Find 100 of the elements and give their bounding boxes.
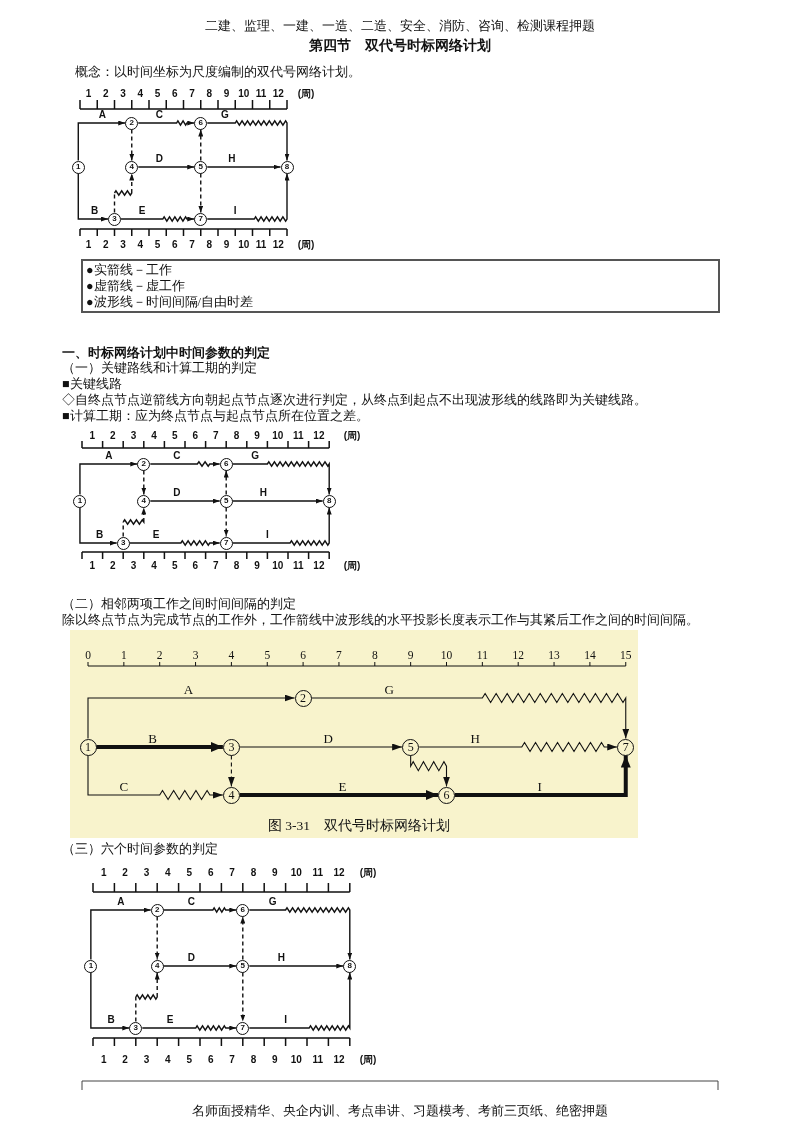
dashed-arrow [135, 971, 160, 1023]
edge-label: H [228, 154, 236, 164]
tick-label: 2 [103, 240, 109, 250]
edge-label: I [284, 1015, 287, 1025]
body-text: 除以终点节点为完成节点的工作外，工作箭线中波形线的水平投影长度表示工作与其紧后工作之间的时间间隔。 [62, 613, 699, 627]
tick-label: 7 [189, 240, 195, 250]
tick-label: 3 [130, 431, 137, 441]
tick-label: 11 [476, 650, 488, 662]
edge-label: B [107, 1015, 115, 1025]
arrow [248, 906, 353, 961]
edge-label: D [187, 953, 196, 963]
dashed-arrow [227, 754, 235, 788]
arrow [248, 971, 353, 1032]
tick-label: 10 [272, 561, 284, 571]
tick-label: 3 [130, 561, 137, 571]
tick-label: 5 [171, 561, 178, 571]
tick-label: 3 [143, 868, 150, 878]
arrow [120, 215, 195, 223]
header-text: 二建、监理、一建、一造、二造、安全、消防、咨询、检测课程押题 [205, 18, 595, 32]
tick-label: 8 [233, 561, 240, 571]
tick-label: 14 [584, 650, 596, 662]
key-item: ●虚箭线－虚工作 [86, 279, 185, 293]
tick-label: 10 [290, 1055, 302, 1065]
axis-unit-label: (周) [359, 1055, 377, 1065]
tick-label: 8 [206, 240, 213, 250]
edge-label: E [166, 1015, 174, 1025]
tick-label: 11 [293, 561, 304, 571]
arrow [137, 119, 195, 127]
arrow [232, 460, 332, 496]
tick-label: 3 [120, 89, 126, 99]
tick-label: 6 [192, 431, 199, 441]
key-item: ●实箭线－工作 [86, 263, 172, 277]
dashed-arrow [223, 469, 229, 496]
tick-label: 12 [272, 240, 284, 250]
tick-label: 4 [151, 561, 157, 571]
edge-label: B [95, 530, 104, 540]
dashed-arrow [240, 915, 246, 961]
tick-label: 5 [171, 431, 178, 441]
tick-label: 11 [312, 1055, 323, 1065]
edge-label: G [221, 110, 229, 120]
arrow [163, 963, 237, 969]
edge-label: I [537, 779, 542, 793]
arrow [87, 694, 296, 740]
edge-label: C [119, 779, 129, 793]
tick-label: 2 [122, 1055, 128, 1065]
arrow [90, 907, 152, 961]
arrow [87, 754, 224, 801]
tick-label: 6 [172, 89, 178, 99]
tick-label: 5 [154, 89, 161, 99]
tick-label: 1 [89, 431, 96, 441]
body-text: ◇自终点节点逆箭线方向朝起点节点逐次进行判定，从终点到起点不出现波形线的线路即为关键线路。 [62, 393, 647, 407]
tick-label: 8 [371, 650, 378, 662]
tick-label: 2 [110, 561, 116, 571]
arrow [410, 754, 450, 788]
tick-label: 4 [165, 868, 171, 878]
tick-label: 6 [172, 240, 178, 250]
edge-label: H [470, 731, 480, 745]
tick-label: 5 [264, 650, 271, 662]
tick-label: 12 [512, 650, 524, 662]
arrow [311, 692, 630, 740]
tick-label: 9 [254, 431, 260, 441]
arrow [239, 790, 438, 800]
edge-label: C [173, 451, 181, 461]
key-box [81, 259, 720, 313]
dashed-arrow [129, 128, 135, 162]
tick-label: 6 [207, 868, 214, 878]
tick-label: 13 [548, 650, 560, 662]
body-text: 概念：以时间坐标为尺度编制的双代号网络计划。 [75, 65, 361, 79]
edge-label: E [338, 779, 347, 793]
arrow [149, 460, 221, 468]
subsection-heading: （一）关键路线和计算工期的判定 [62, 361, 257, 375]
tick-label: 10 [238, 89, 250, 99]
edge-label: I [266, 530, 269, 540]
arrow [206, 172, 290, 223]
tick-label: 2 [156, 650, 163, 662]
tick-label: 8 [206, 89, 213, 99]
tick-label: 9 [272, 868, 278, 878]
edge-label: A [183, 682, 194, 696]
tick-label: 2 [110, 431, 116, 441]
tick-label: 7 [229, 868, 235, 878]
key-item: ●波形线－时间间隔/自由时差 [86, 295, 254, 309]
tick-label: 5 [154, 240, 161, 250]
axis-unit-label: (周) [343, 431, 361, 441]
tick-label: 10 [440, 650, 453, 662]
edge-label: G [268, 897, 277, 907]
dashed-arrow [154, 915, 160, 961]
tick-label: 3 [143, 1055, 150, 1065]
arrow [239, 743, 403, 751]
tick-label: 9 [223, 89, 230, 99]
dashed-arrow [113, 172, 135, 214]
edge-label: C [155, 110, 163, 120]
tick-label: 4 [137, 240, 144, 250]
edge-label: A [117, 897, 125, 907]
arrow [206, 119, 290, 162]
tick-label: 12 [272, 89, 284, 99]
dashed-arrow [240, 971, 246, 1023]
dashed-arrow [198, 128, 204, 162]
edge-label: A [98, 110, 107, 120]
arrow [418, 741, 618, 753]
tick-label: 9 [254, 561, 260, 571]
